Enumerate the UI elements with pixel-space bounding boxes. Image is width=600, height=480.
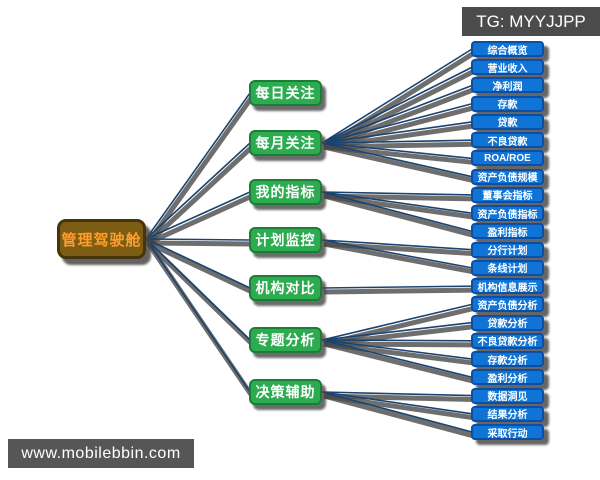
edge-shadow — [146, 145, 254, 245]
edge — [321, 391, 473, 433]
edge — [145, 238, 251, 393]
leaf-node-7[interactable]: ROA/ROE — [471, 150, 544, 167]
edge — [321, 191, 473, 233]
edge — [321, 102, 473, 144]
edge — [321, 239, 473, 251]
branch-node-5[interactable]: 机构对比 — [249, 275, 322, 301]
edge-shadow — [323, 393, 475, 439]
edge-line-group — [145, 48, 473, 433]
edge — [321, 339, 473, 342]
edge — [321, 339, 473, 379]
edge — [321, 191, 473, 214]
edge-shadow — [323, 105, 475, 150]
edge-shadow — [323, 241, 475, 275]
leaf-node-12[interactable]: 分行计划 — [471, 241, 544, 258]
branch-node-4[interactable]: 计划监控 — [249, 227, 322, 253]
edge-shadow — [323, 324, 475, 347]
leaf-node-8[interactable]: 资产负债规模 — [471, 168, 544, 185]
edge-shadow — [322, 50, 476, 150]
edge — [321, 139, 473, 144]
edge — [321, 339, 473, 360]
edge — [145, 238, 251, 289]
branch-node-6[interactable]: 专题分析 — [249, 327, 322, 353]
leaf-node-11[interactable]: 盈利指标 — [471, 223, 544, 240]
edge — [321, 142, 473, 178]
edge-shadow — [323, 123, 475, 150]
edge — [321, 391, 473, 415]
leaf-node-4[interactable]: 存款 — [471, 95, 544, 112]
leaf-node-6[interactable]: 不良贷款 — [471, 132, 544, 149]
edge — [321, 285, 473, 289]
edge — [321, 66, 473, 144]
edge — [321, 84, 473, 144]
leaf-node-22[interactable]: 采取行动 — [471, 424, 544, 441]
leaf-node-20[interactable]: 数据洞见 — [471, 387, 544, 404]
edge — [321, 121, 473, 144]
edge-shadow — [323, 144, 475, 184]
edge-shadow — [323, 87, 475, 150]
edge-shadow — [323, 341, 475, 384]
leaf-node-19[interactable]: 盈利分析 — [471, 369, 544, 386]
tg-badge: TG: MYYJJPP — [462, 7, 600, 36]
root-node[interactable]: 管理驾驶舱 — [57, 219, 146, 259]
edge — [145, 191, 251, 240]
edge — [321, 142, 473, 160]
leaf-node-1[interactable]: 综合概览 — [471, 41, 544, 57]
edge — [145, 142, 251, 240]
edge-shadow — [322, 69, 476, 150]
watermark: www.mobilebbin.com — [8, 439, 194, 468]
leaf-node-14[interactable]: 机构信息展示 — [471, 278, 544, 295]
leaf-node-5[interactable]: 贷款 — [471, 113, 544, 130]
edge — [321, 191, 473, 196]
edge-shadow — [145, 95, 255, 245]
edge-shadow — [323, 287, 475, 295]
edge-shadow — [323, 193, 475, 238]
edge — [321, 48, 473, 144]
edge-shadow — [323, 305, 475, 347]
edge — [321, 321, 473, 341]
branch-node-2[interactable]: 每月关注 — [249, 130, 322, 156]
branch-node-3[interactable]: 我的指标 — [249, 179, 322, 205]
edge — [321, 239, 473, 269]
leaf-node-18[interactable]: 存款分析 — [471, 351, 544, 368]
edge-shadow — [146, 240, 254, 295]
leaf-node-13[interactable]: 条线计划 — [471, 259, 544, 276]
leaf-node-16[interactable]: 贷款分析 — [471, 314, 544, 331]
edge — [321, 391, 473, 397]
branch-node-1[interactable]: 每日关注 — [249, 80, 322, 106]
leaf-node-3[interactable]: 净利润 — [471, 77, 544, 94]
edge — [321, 303, 473, 341]
edge — [145, 92, 251, 240]
leaf-node-10[interactable]: 资产负债指标 — [471, 205, 544, 222]
edge-shadow — [146, 241, 254, 346]
edge-shadow — [146, 193, 254, 246]
branch-node-7[interactable]: 决策辅助 — [249, 379, 322, 405]
leaf-node-21[interactable]: 结果分析 — [471, 405, 544, 422]
edge-shadow — [147, 240, 253, 247]
edge — [145, 238, 251, 241]
edge — [145, 238, 251, 341]
leaf-node-17[interactable]: 不良贷款分析 — [471, 332, 544, 349]
leaf-node-2[interactable]: 营业收入 — [471, 59, 544, 76]
leaf-node-15[interactable]: 资产负债分析 — [471, 296, 544, 313]
leaf-node-9[interactable]: 董事会指标 — [471, 186, 544, 203]
